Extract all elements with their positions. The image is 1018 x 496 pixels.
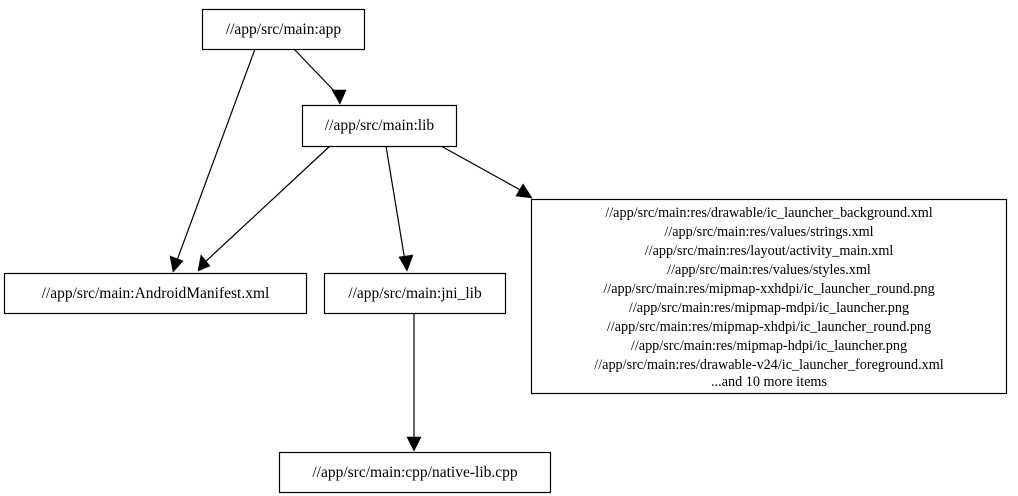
edge-line (385, 145, 406, 262)
res-group-line-6: //app/src/main:res/mipmap-mdpi/ic_launch… (629, 300, 909, 316)
res-group-line-10: ...and 10 more items (711, 374, 827, 390)
node-native-lib-cpp[interactable]: //app/src/main:cpp/native-lib.cpp (278, 451, 552, 494)
edge-group (169, 48, 533, 452)
edge-line (175, 48, 256, 264)
res-group-line-3: //app/src/main:res/layout/activity_main.… (645, 243, 894, 259)
edge-line (293, 48, 340, 97)
node-box[interactable] (323, 272, 507, 315)
arrowhead-icon (398, 254, 414, 272)
node-label-app: //app/src/main:app (226, 21, 342, 38)
res-group-line-8: //app/src/main:res/mipmap-hdpi/ic_launch… (631, 338, 907, 354)
edge-lib-to-res-group (440, 145, 533, 199)
arrowhead-icon (197, 254, 211, 272)
node-box[interactable] (201, 8, 366, 51)
res-group-line-2: //app/src/main:res/values/strings.xml (664, 224, 873, 240)
node-label-jni-lib: //app/src/main:jni_lib (348, 285, 482, 302)
node-res-group[interactable]: //app/src/main:res/drawable/ic_launcher_… (530, 198, 1008, 395)
edge-lib-to-jni-lib (385, 145, 414, 272)
res-group-line-1: //app/src/main:res/drawable/ic_launcher_… (605, 205, 932, 221)
edge-jni-lib-to-native-lib-cpp (406, 313, 422, 452)
edge-lib-to-android-manifest (197, 145, 331, 272)
arrowhead-icon (515, 183, 533, 199)
res-group-line-9: //app/src/main:res/drawable-v24/ic_launc… (594, 357, 944, 373)
edge-line (440, 145, 525, 193)
res-group-line-4: //app/src/main:res/values/styles.xml (667, 262, 871, 278)
edge-app-to-android-manifest (169, 48, 256, 273)
node-android-manifest[interactable]: //app/src/main:AndroidManifest.xml (3, 272, 308, 315)
node-lib[interactable]: //app/src/main:lib (301, 104, 458, 148)
res-group-line-7: //app/src/main:res/mipmap-xhdpi/ic_launc… (607, 319, 931, 335)
node-box[interactable] (530, 198, 1008, 395)
arrowhead-icon (169, 255, 184, 273)
node-jni-lib[interactable]: //app/src/main:jni_lib (323, 272, 507, 315)
node-label-android-manifest: //app/src/main:AndroidManifest.xml (42, 285, 270, 302)
res-group-line-5: //app/src/main:res/mipmap-xxhdpi/ic_laun… (603, 281, 934, 297)
node-app[interactable]: //app/src/main:app (201, 8, 366, 51)
arrowhead-icon (331, 89, 347, 105)
node-box[interactable] (278, 451, 552, 494)
node-box[interactable] (3, 272, 308, 315)
edge-line (203, 145, 331, 264)
node-box[interactable] (301, 104, 458, 148)
node-label-lib: //app/src/main:lib (325, 117, 435, 134)
node-label-native-lib-cpp: //app/src/main:cpp/native-lib.cpp (312, 464, 518, 481)
arrowhead-icon (406, 436, 422, 452)
edge-app-to-lib (293, 48, 347, 105)
